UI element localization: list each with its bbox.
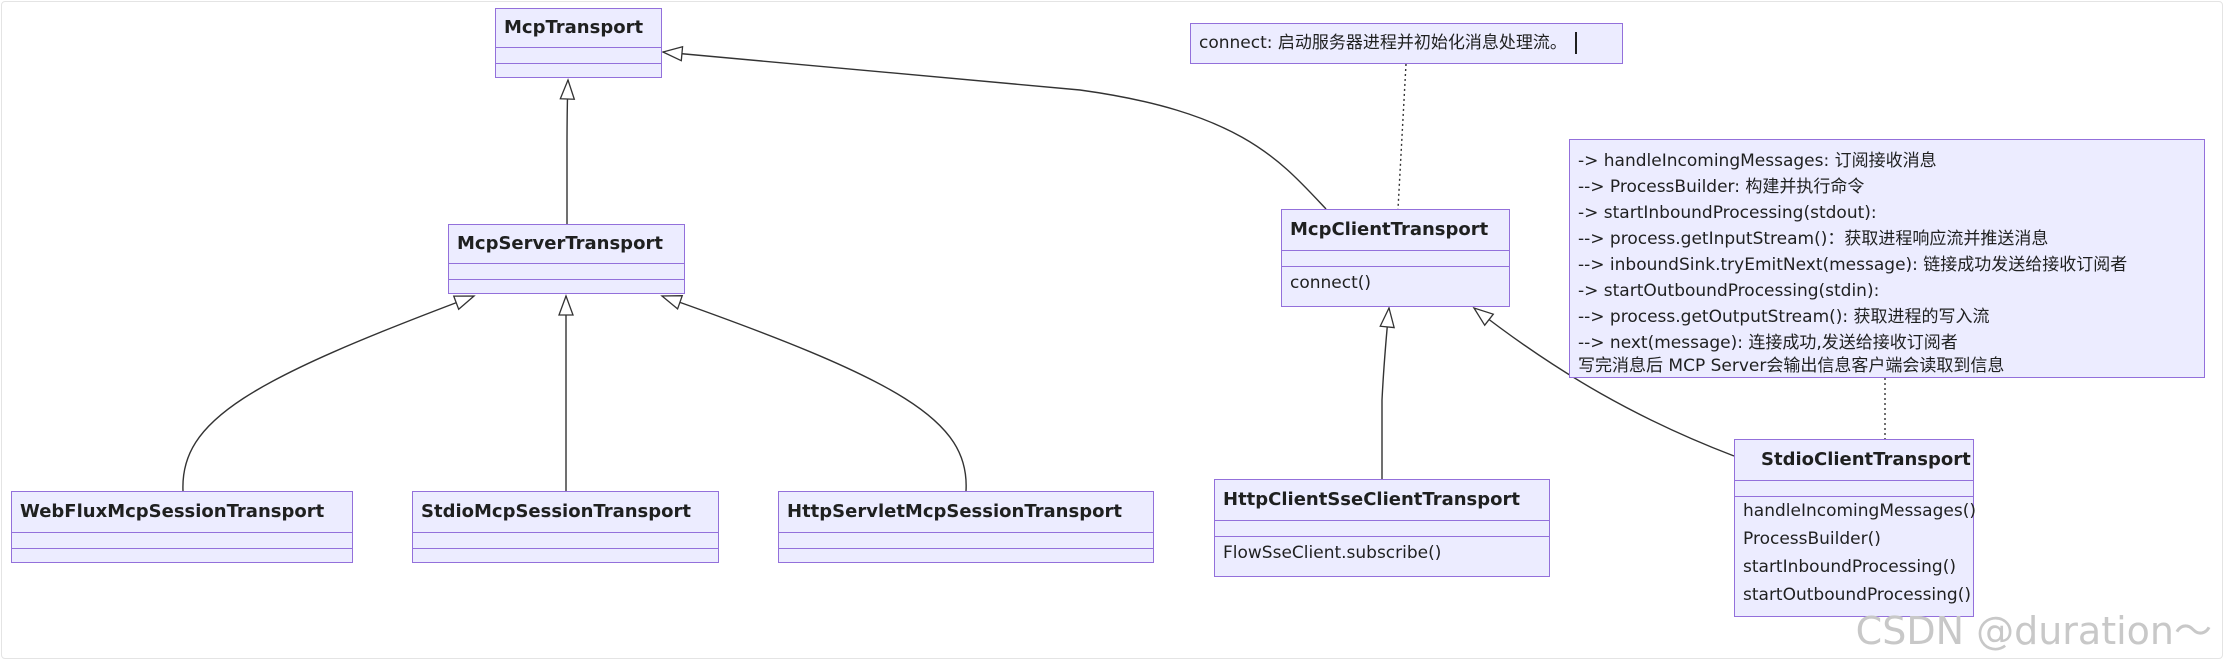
method-process-builder: ProcessBuilder(): [1743, 529, 1881, 549]
method-subscribe: FlowSseClient.subscribe(): [1223, 543, 1442, 563]
method-connect: connect(): [1290, 273, 1372, 293]
class-httpclient-sse-transport[interactable]: HttpClientSseClientTransport FlowSseClie…: [1214, 479, 1550, 577]
class-name: HttpServletMcpSessionTransport: [787, 501, 1122, 522]
attributes-section: [1735, 480, 1973, 496]
note-line: -> startOutboundProcessing(stdin):: [1578, 281, 1880, 301]
methods-section: connect(): [1282, 266, 1509, 306]
methods-section: [449, 279, 684, 293]
class-mcp-transport[interactable]: McpTransport: [495, 8, 662, 78]
method-start-outbound: startOutboundProcessing(): [1743, 585, 1971, 605]
class-name: WebFluxMcpSessionTransport: [20, 501, 325, 522]
attributes-section: [12, 532, 352, 548]
edge-client-to-transport: [661, 45, 1327, 210]
class-name: HttpClientSseClientTransport: [1223, 489, 1520, 510]
attributes-section: [779, 532, 1153, 548]
note-line: -> handleIncomingMessages: 订阅接收消息: [1578, 151, 1937, 171]
class-name: McpClientTransport: [1290, 219, 1489, 240]
note-line: 写完消息后 MCP Server会输出信息客户端会读取到信息: [1578, 356, 2005, 376]
attributes-section: [449, 263, 684, 279]
note-line: --> process.getOutputStream(): 获取进程的写入流: [1578, 307, 1990, 327]
note-connect[interactable]: connect: 启动服务器进程并初始化消息处理流。: [1190, 23, 1623, 64]
methods-section: [496, 63, 661, 77]
note-line: --> process.getInputStream()：获取进程响应流并推送消…: [1578, 229, 2049, 249]
method-handle-incoming: handleIncomingMessages(): [1743, 501, 1976, 521]
attributes-section: [1282, 250, 1509, 266]
class-httpservlet-session-transport[interactable]: HttpServletMcpSessionTransport: [778, 491, 1154, 563]
watermark: CSDN @duration～: [1855, 609, 2212, 653]
note-line: --> inboundSink.tryEmitNext(message): 链接…: [1578, 255, 2128, 275]
note-line: --> next(message): 连接成功,发送给接收订阅者: [1578, 333, 1958, 353]
note-connect-text: connect: 启动服务器进程并初始化消息处理流。: [1199, 33, 1567, 53]
attributes-section: [413, 532, 718, 548]
text-caret: [1574, 32, 1577, 54]
class-name: StdioMcpSessionTransport: [421, 501, 691, 522]
class-webflux-session-transport[interactable]: WebFluxMcpSessionTransport: [11, 491, 353, 563]
note-line: --> ProcessBuilder: 构建并执行命令: [1578, 177, 1865, 197]
class-name: McpServerTransport: [457, 233, 663, 254]
class-name: McpTransport: [504, 17, 644, 38]
methods-section: [413, 548, 718, 562]
methods-section: handleIncomingMessages() ProcessBuilder(…: [1735, 496, 1976, 616]
note-stdio-processing[interactable]: -> handleIncomingMessages: 订阅接收消息 --> Pr…: [1569, 139, 2205, 378]
note-link-connect: [1397, 63, 1407, 210]
attributes-section: [496, 47, 661, 63]
attributes-section: [1215, 520, 1549, 536]
methods-section: FlowSseClient.subscribe(): [1215, 536, 1549, 576]
edge-sse-to-client: [1379, 306, 1396, 479]
edge-server-to-transport: [559, 78, 576, 224]
class-mcp-server-transport[interactable]: McpServerTransport: [448, 224, 685, 294]
class-name: StdioClientTransport: [1761, 449, 1971, 470]
class-mcp-client-transport[interactable]: McpClientTransport connect(): [1281, 209, 1510, 307]
class-stdio-client-transport[interactable]: StdioClientTransport handleIncomingMessa…: [1734, 439, 1976, 617]
class-stdio-session-transport[interactable]: StdioMcpSessionTransport: [412, 491, 719, 563]
method-start-inbound: startInboundProcessing(): [1743, 557, 1956, 577]
edge-webflux-to-server: [182, 295, 476, 492]
methods-section: [12, 548, 352, 562]
methods-section: [779, 548, 1153, 562]
note-line: -> startInboundProcessing(stdout):: [1578, 203, 1877, 223]
edge-httpservlet-to-server: [660, 295, 967, 492]
